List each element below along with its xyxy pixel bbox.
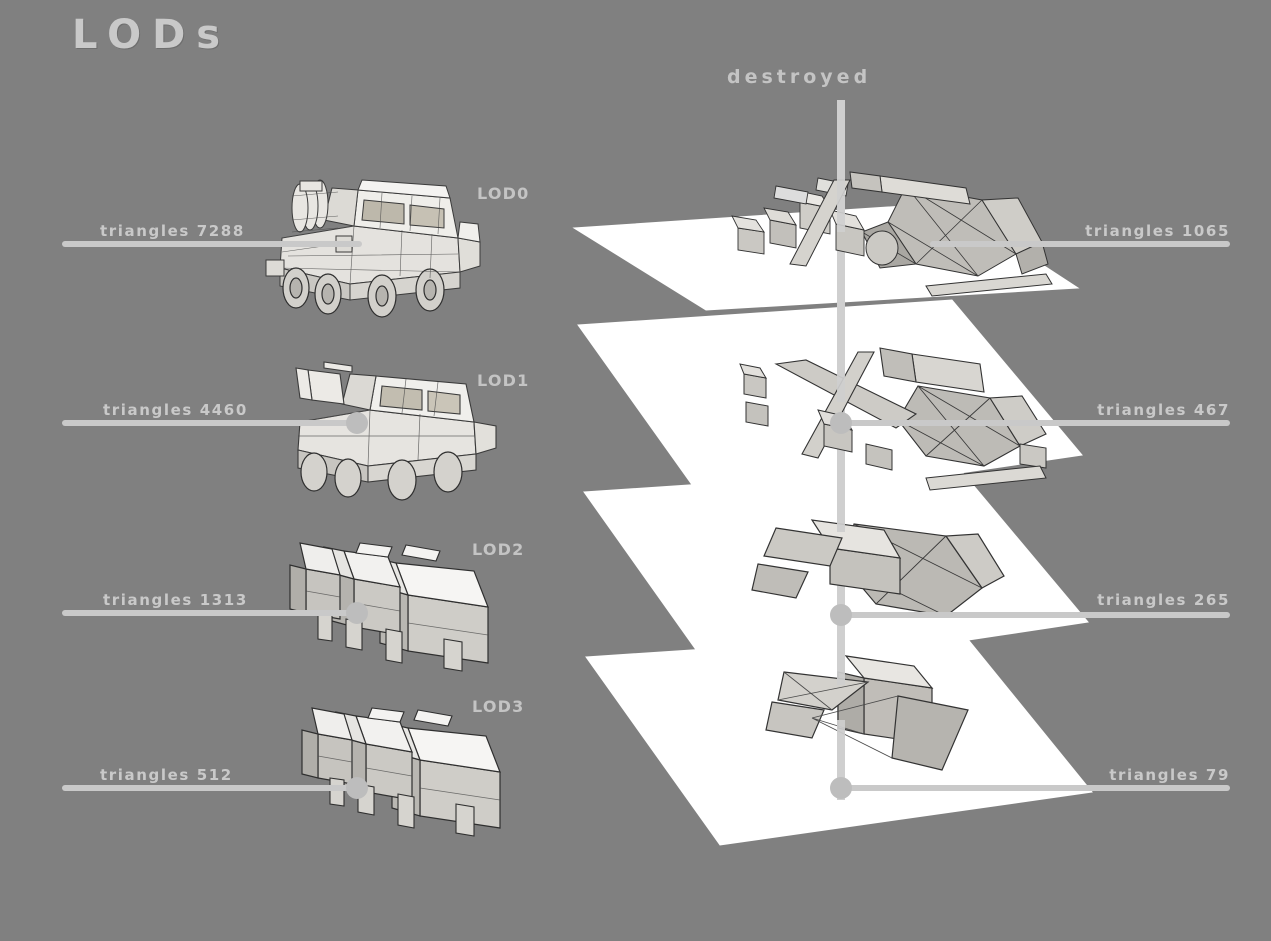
connector-node-lod1-right (830, 412, 852, 434)
connector-line-lod2-left (62, 610, 362, 616)
connector-node-lod3-left (346, 777, 368, 799)
triangles-label-lod0-right: triangles 1065 (1085, 222, 1230, 240)
triangles-label-lod1-left: triangles 4460 (103, 401, 248, 419)
destroyed-column-heading: destroyed (727, 66, 872, 88)
lod-label-3: LOD3 (472, 697, 525, 716)
triangles-label-lod2-right: triangles 265 (1097, 591, 1230, 609)
connector-node-lod3-right (830, 777, 852, 799)
triangles-label-lod2-left: triangles 1313 (103, 591, 248, 609)
connector-line-lod0-right (930, 241, 1230, 247)
connector-node-lod1-left (346, 412, 368, 434)
triangles-label-lod3-left: triangles 512 (100, 766, 233, 784)
connector-line-lod2-right (840, 612, 1230, 618)
connector-line-lod3-left (62, 785, 362, 791)
triangles-label-lod0-left: triangles 7288 (100, 222, 245, 240)
lod-label-2: LOD2 (472, 540, 525, 559)
connector-line-lod1-right (840, 420, 1230, 426)
triangles-label-lod3-right: triangles 79 (1109, 766, 1230, 784)
connector-line-lod0-left (62, 241, 362, 247)
connector-node-lod2-right (830, 604, 852, 626)
triangles-label-lod1-right: triangles 467 (1097, 401, 1230, 419)
lod-label-0: LOD0 (477, 184, 530, 203)
connector-node-lod2-left (346, 602, 368, 624)
connector-line-lod3-right (840, 785, 1230, 791)
connector-line-lod1-left (62, 420, 362, 426)
lod-label-1: LOD1 (477, 371, 530, 390)
page-title: LODs (72, 12, 232, 58)
